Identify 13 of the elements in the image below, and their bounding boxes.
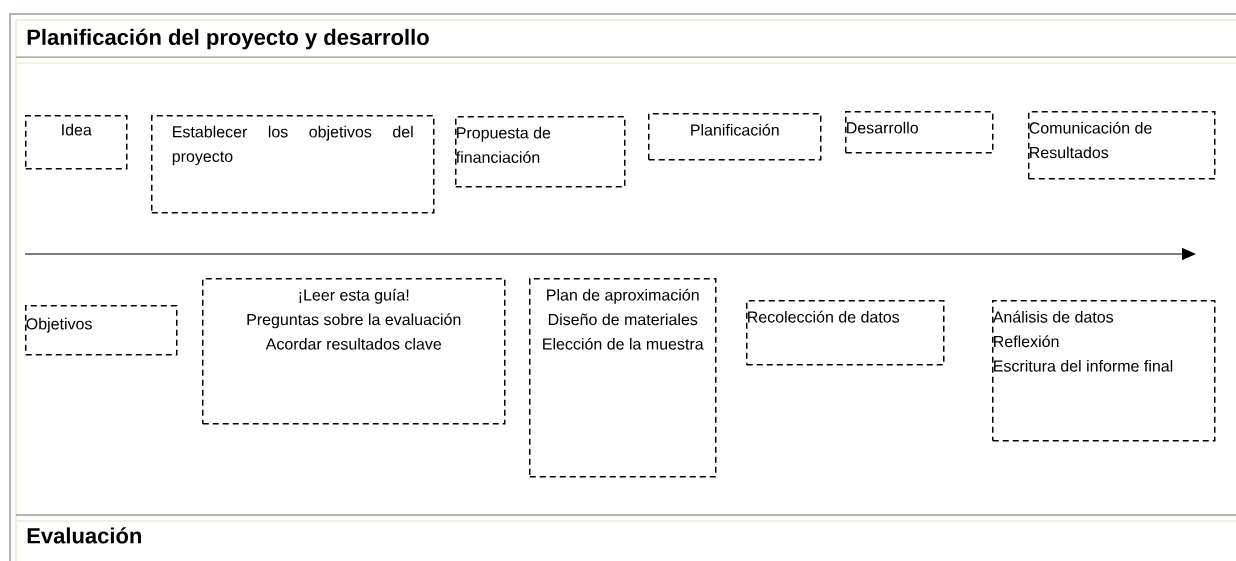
section-heading: Planificación del proyecto y desarrollo <box>27 28 429 50</box>
step-box: Plan de aproximación Diseño de materiales Elección de la muestra <box>529 278 717 478</box>
step-box: Recolección de datos <box>746 300 945 366</box>
step-box: Planificación <box>648 113 822 161</box>
step-box: Análisis de datos Reflexión Escritura del informe final <box>992 300 1216 442</box>
step-box: Idea <box>25 115 128 170</box>
step-box: Desarrollo <box>845 111 994 154</box>
step-box: ¡Leer esta guía! Preguntas sobre la evaluación Acordar resultados clave <box>202 278 506 425</box>
section-heading: Evaluación <box>27 527 141 544</box>
step-box: Objetivos <box>25 305 178 356</box>
step-box: Establecer los objetivos del proyecto <box>151 115 435 214</box>
step-box: Comunicación de Resultados <box>1028 111 1216 180</box>
step-box: Propuesta de financiación <box>455 116 626 188</box>
